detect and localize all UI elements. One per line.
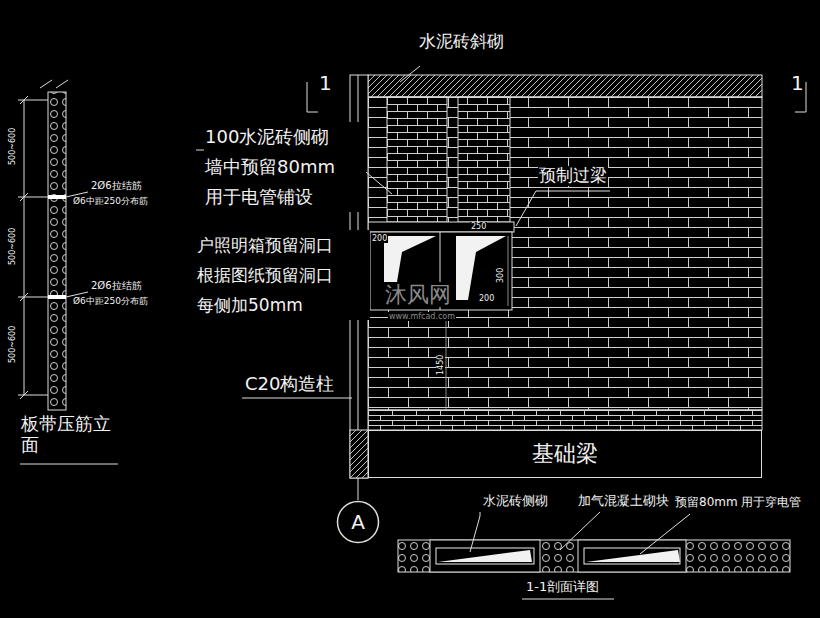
- note: 水泥砖侧砌: [482, 494, 549, 509]
- rebar-note: Ø6中距250分布筋: [72, 296, 149, 306]
- note: 水泥砖斜砌: [418, 32, 505, 52]
- node-text: A: [351, 510, 365, 534]
- detail-title: 板带压筋立面: [20, 414, 122, 455]
- dimension: 300: [496, 267, 505, 284]
- section-number: 1: [790, 72, 805, 95]
- note: 预制过梁: [538, 166, 608, 186]
- section-marker: A: [336, 500, 380, 544]
- section-title: 1-1剖面详图: [525, 580, 600, 595]
- watermark: www.mfcad.com: [388, 312, 456, 321]
- note: 加气混凝土砌块: [577, 494, 670, 509]
- dimension: 1450: [436, 354, 445, 376]
- note: 户照明箱预留洞口 根据图纸预留洞口 每侧加50mm: [196, 230, 370, 320]
- dimension: 500~600: [8, 325, 17, 364]
- rebar-note: Ø6中距250分布筋: [72, 196, 149, 206]
- rebar-note: 2Ø6拉结筋: [90, 180, 143, 192]
- dimension: 250: [470, 222, 487, 231]
- foundation-beam: 基础梁: [368, 430, 762, 478]
- note: 100水泥砖侧砌 墙中预留80mm 用于电管铺设: [204, 122, 366, 212]
- dimension: 500~600: [8, 227, 17, 266]
- watermark: 沐风网: [384, 282, 452, 307]
- dimension: 500~600: [8, 127, 17, 166]
- rebar-note: 2Ø6拉结筋: [90, 280, 143, 292]
- dimension: 200: [478, 294, 495, 303]
- note: C20构造柱: [244, 374, 335, 395]
- section-number: 1: [318, 72, 333, 95]
- note: 预留80mm 用于穿电管: [674, 496, 802, 510]
- dimension: 200: [371, 234, 388, 243]
- node-text: 基础梁: [532, 439, 598, 469]
